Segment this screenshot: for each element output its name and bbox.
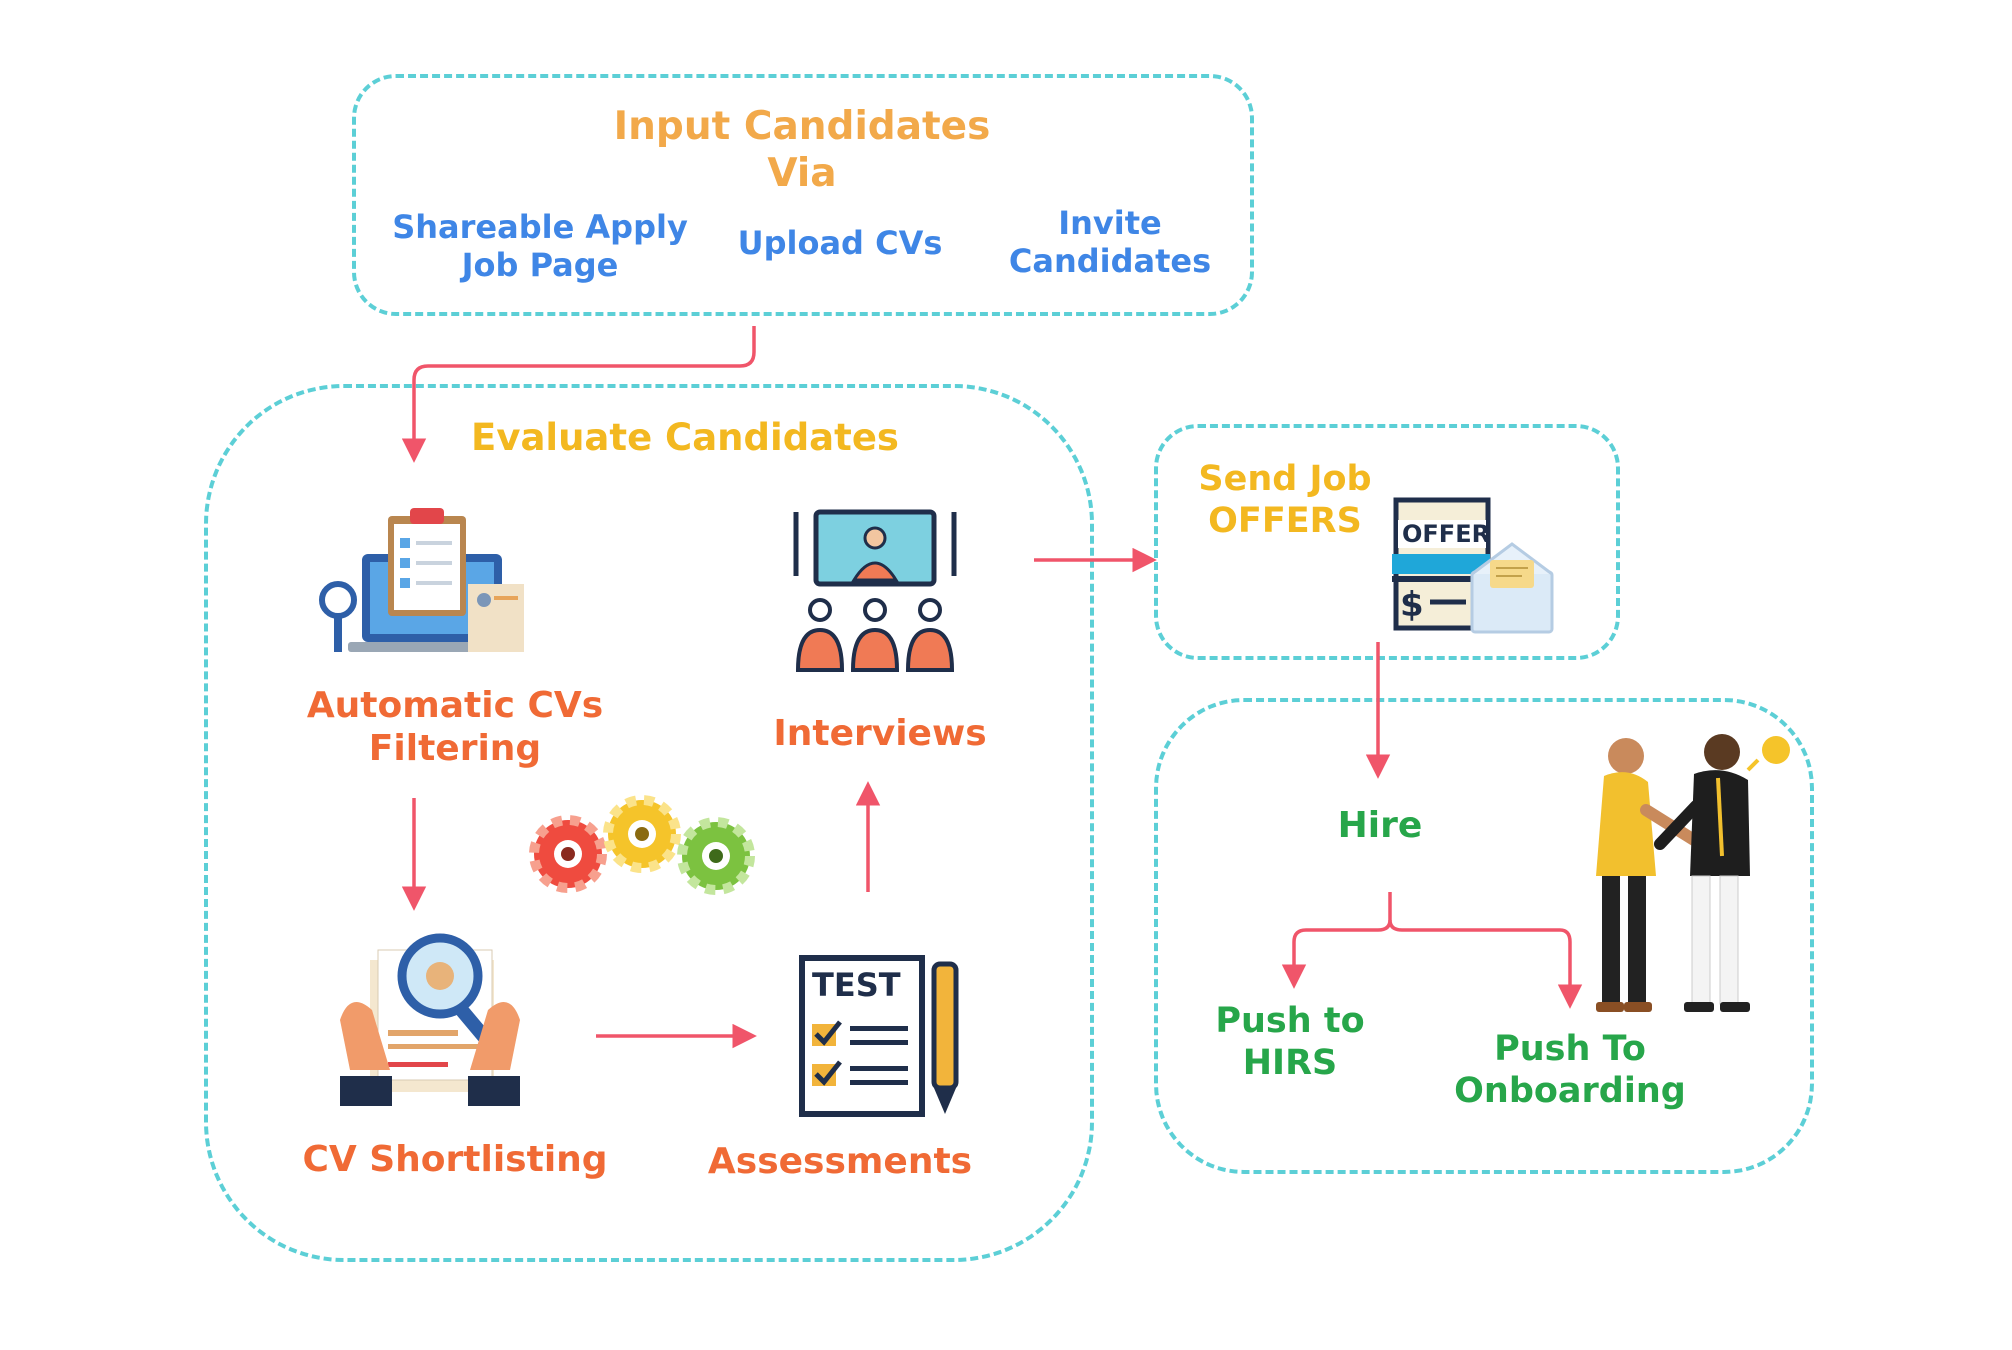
push-to-onboarding-label: Push To Onboarding — [1454, 1029, 1686, 1111]
hire-to-hirs-arrow — [1281, 892, 1392, 989]
test-sheet-icon: TEST — [799, 955, 959, 1117]
input-candidates-title: Input Candidates Via — [613, 104, 991, 196]
automatic-cv-filtering-label: Automatic CVs Filtering — [306, 685, 604, 770]
assessments-label: Assessments — [707, 1141, 973, 1182]
svg-text:TEST: TEST — [812, 966, 901, 1004]
push-to-hirs-label: Push to HIRS — [1215, 1001, 1365, 1083]
svg-text:OFFER: OFFER — [1402, 520, 1490, 548]
send-job-offers-title: Send Job OFFERS — [1198, 459, 1372, 541]
svg-text:$: $ — [1400, 585, 1424, 625]
hire-label: Hire — [1337, 805, 1423, 846]
shareable-apply-option[interactable]: Shareable Apply Job Page — [392, 208, 688, 285]
input-to-evaluate-arrow — [401, 326, 756, 463]
gears-icon — [529, 795, 755, 895]
send-offers-box — [1154, 424, 1620, 660]
offer-letter-icon: OFFER $ — [1392, 497, 1554, 634]
cv-shortlisting-label: CV Shortlisting — [302, 1139, 608, 1180]
clipboard-laptop-icon — [319, 508, 524, 652]
handshake-icon — [1596, 734, 1790, 1012]
invite-candidates-option[interactable]: Invite Candidates — [1008, 204, 1212, 281]
interviews-label: Interviews — [773, 713, 987, 754]
magnifier-document-icon — [340, 933, 520, 1106]
video-interview-icon — [793, 509, 957, 672]
hire-to-onboarding-arrow — [1388, 919, 1583, 1009]
hire-box — [1154, 698, 1814, 1174]
upload-cvs-option[interactable]: Upload CVs — [737, 224, 943, 262]
evaluate-candidates-box — [204, 384, 1094, 1262]
input-candidates-box — [352, 74, 1254, 316]
evaluate-candidates-title: Evaluate Candidates — [471, 416, 899, 459]
